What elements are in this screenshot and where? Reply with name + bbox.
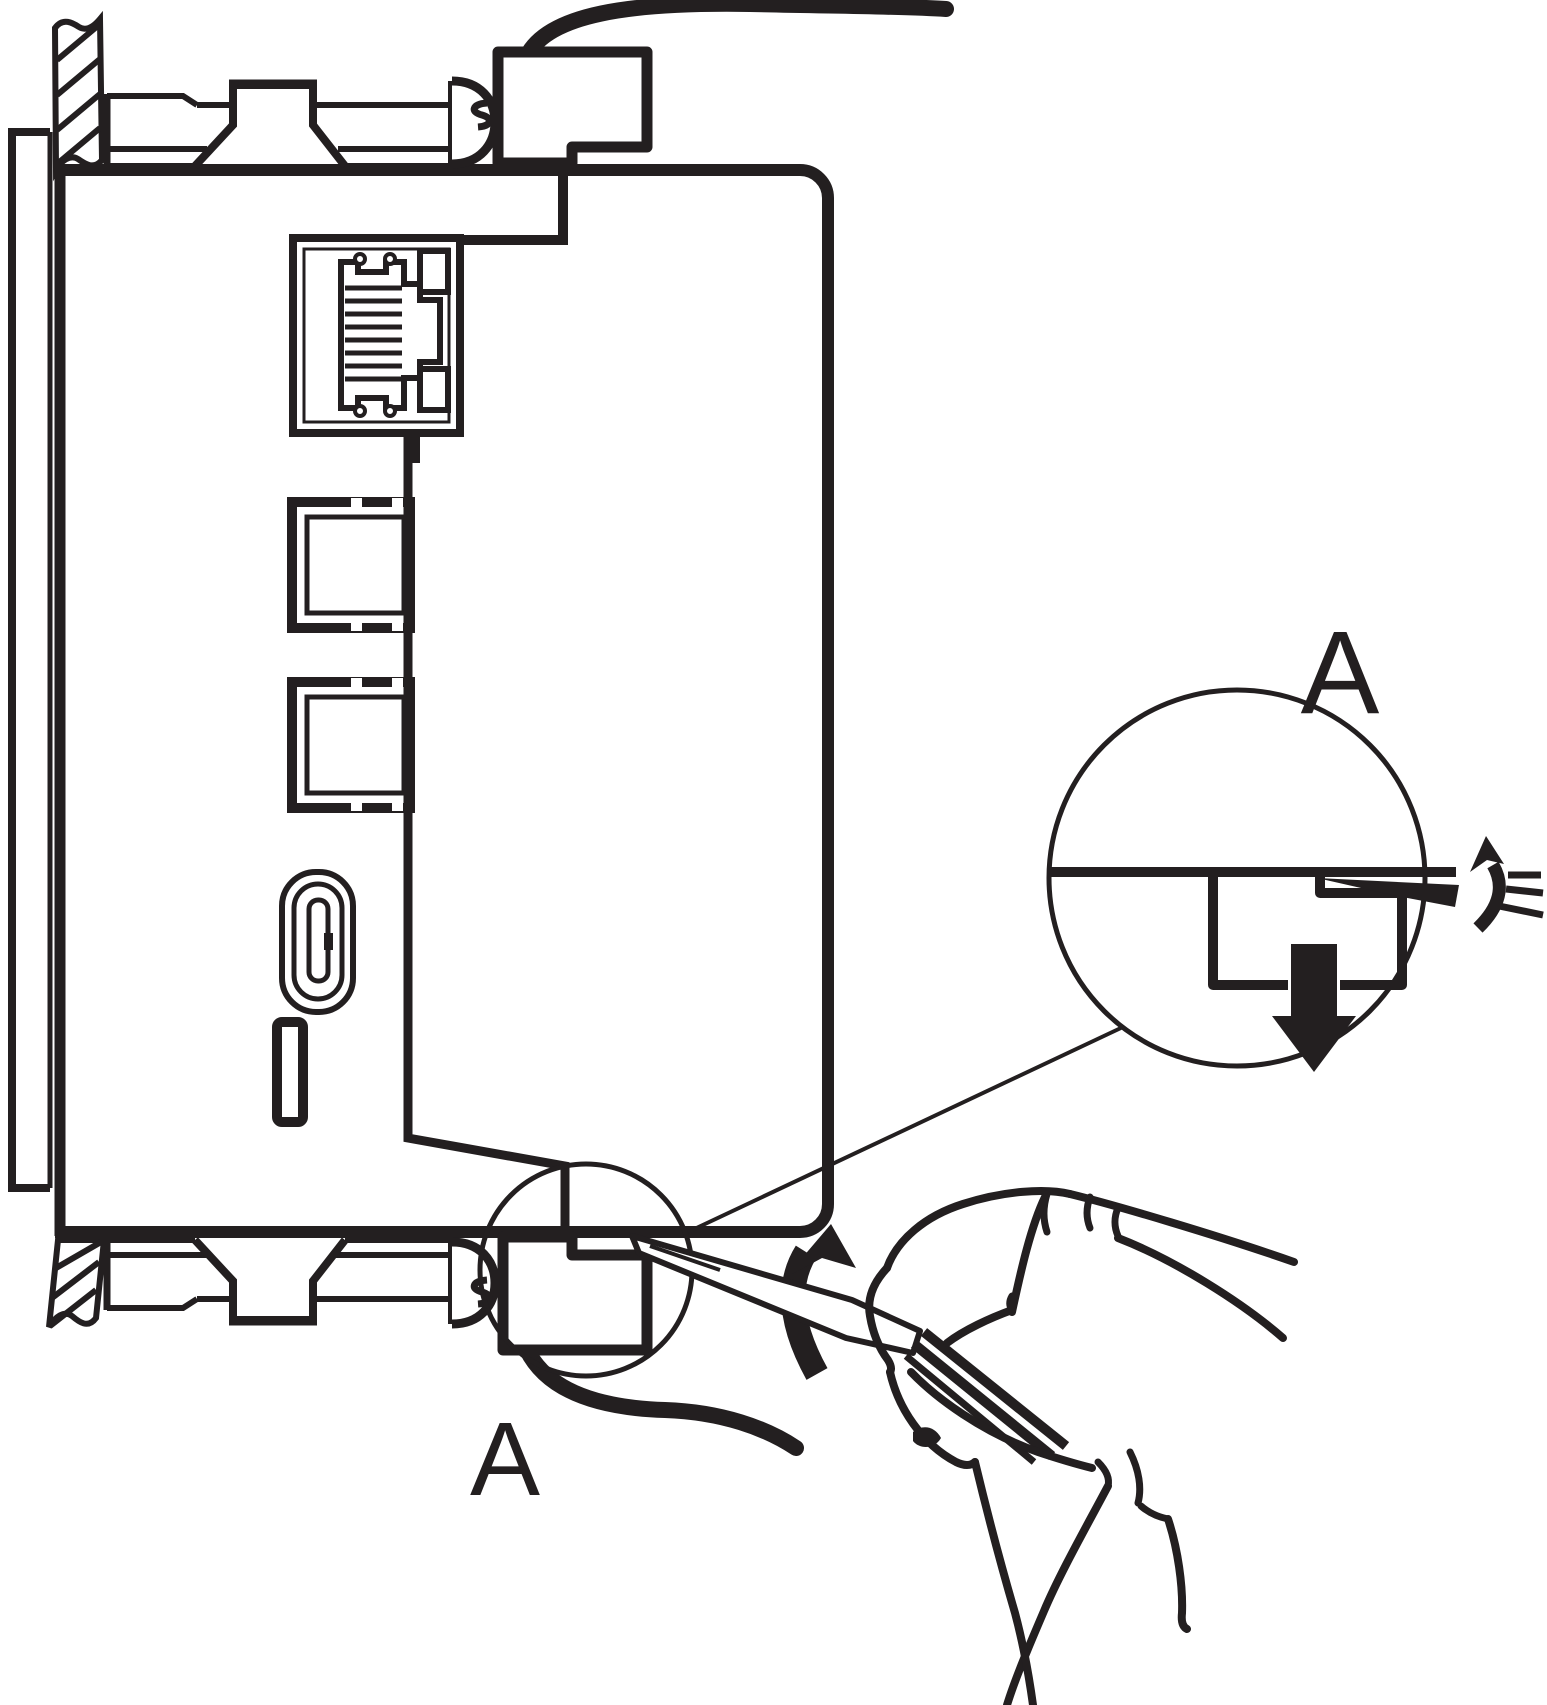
cable-top <box>519 0 954 64</box>
snap-post-bottom <box>192 1237 349 1324</box>
usb-c-port <box>279 869 356 1015</box>
label-detail-a-top: A <box>1301 607 1380 739</box>
cable-bottom <box>519 1342 804 1456</box>
screw-slot-top <box>470 99 493 131</box>
usb-port-upper <box>287 497 415 633</box>
mount-bracket-bottom <box>103 1237 452 1326</box>
hand-thumb <box>886 1368 979 1469</box>
cable-clip-bottom <box>497 1231 653 1356</box>
mount-bracket-top <box>103 79 452 169</box>
device-body <box>54 164 834 1238</box>
hand-fist-edge <box>865 1264 896 1376</box>
rj45-port <box>289 234 464 463</box>
label-detail-a-bottom: A <box>470 1401 540 1518</box>
hand-index-finger <box>1066 1190 1298 1266</box>
screwdriver <box>629 1233 1070 1465</box>
hand <box>865 1187 1298 1705</box>
usb-port-lower <box>287 677 415 813</box>
cable-clip-top <box>492 46 653 169</box>
hand-finger-lower <box>1003 1482 1112 1705</box>
detail-release-down-arrow <box>1272 944 1356 1072</box>
detail-device-edge <box>1051 867 1541 879</box>
detail-rotate-arrow <box>1470 836 1506 933</box>
hand-knuckles <box>883 1187 1074 1272</box>
wall-panel <box>8 128 53 1192</box>
snap-post-top <box>192 81 349 169</box>
detail-screwdriver-blade <box>1317 878 1544 919</box>
wall-hatch-top <box>51 10 106 182</box>
screwdriver-handle <box>920 1328 1070 1450</box>
mount-screw-top <box>448 76 500 169</box>
wall-hatch-bottom <box>46 1237 108 1329</box>
callout-leader-line <box>687 1025 1124 1234</box>
detail-circle <box>1046 687 1428 1069</box>
card-slot <box>272 1017 308 1127</box>
